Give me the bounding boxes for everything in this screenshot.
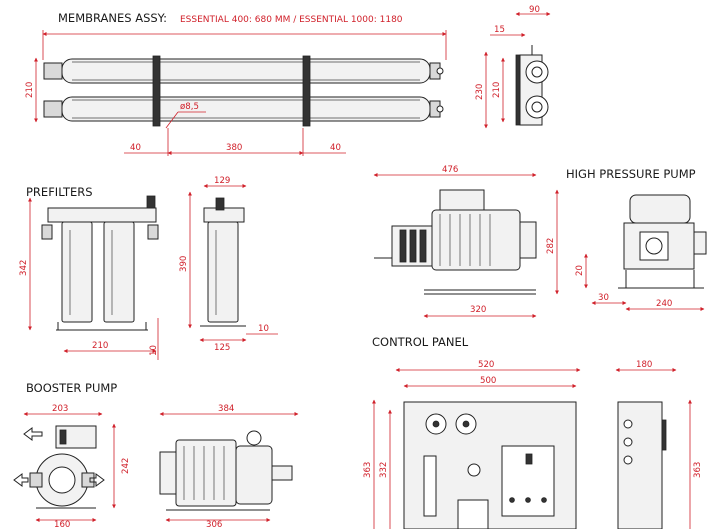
membrane-vessel-top <box>43 58 441 84</box>
membrane-vessel-bottom <box>43 96 441 122</box>
control-panel-front-view <box>403 401 577 529</box>
control-panel-side-height-value: 363 <box>693 462 703 478</box>
side-depth-value: 90 <box>529 5 540 15</box>
booster-side-view <box>159 430 293 511</box>
membranes-right-offset-value: 40 <box>330 143 341 153</box>
membranes-subtitle: ESSENTIAL 400: 680 MM / ESSENTIAL 1000: … <box>180 15 403 25</box>
booster-pump-group: BOOSTER PUMP 203 242 160 <box>13 381 299 529</box>
membranes-height-value: 210 <box>25 82 35 98</box>
hp-pump-length-value: 476 <box>442 165 458 175</box>
prefilters-front-view <box>41 195 159 331</box>
booster-front-view <box>13 425 105 509</box>
vessel-fitting-top <box>436 67 444 75</box>
control-panel-side-depth-value: 180 <box>636 360 652 370</box>
booster-side-length-value: 384 <box>218 404 234 414</box>
control-panel-group: CONTROL PANEL 520 500 363 332 <box>363 335 703 529</box>
prefilters-side-view <box>200 197 246 327</box>
prefilters-group: PREFILTERS 342 210 10 129 <box>19 176 278 360</box>
booster-pump-title: BOOSTER PUMP <box>26 381 117 395</box>
membranes-assembly: MEMBRANES ASSY: ESSENTIAL 400: 680 MM / … <box>25 5 551 156</box>
side-height-inner-value: 210 <box>492 82 502 98</box>
prefilters-title: PREFILTERS <box>26 185 93 199</box>
membranes-side-view <box>515 45 549 126</box>
side-offset-value: 15 <box>494 25 505 35</box>
booster-front-height-value: 242 <box>121 458 131 474</box>
hp-pump-title: HIGH PRESSURE PUMP <box>566 167 696 181</box>
hp-pump-base-value: 320 <box>470 305 486 315</box>
booster-front-base-value: 160 <box>54 520 70 529</box>
prefilters-side-base-value: 125 <box>214 343 230 353</box>
hp-pump-side-view <box>374 189 537 295</box>
prefilters-side-height-value: 390 <box>179 256 189 272</box>
control-panel-outer-height-value: 363 <box>363 462 373 478</box>
membrane-clamp-right <box>302 55 311 127</box>
booster-front-width-value: 203 <box>52 404 68 414</box>
prefilters-height-value: 342 <box>19 260 29 276</box>
side-height-outer-value: 230 <box>475 84 485 100</box>
membranes-left-offset-value: 40 <box>130 143 141 153</box>
prefilters-side-top-value: 129 <box>214 176 230 186</box>
hp-pump-end-foot-offset-value: 30 <box>598 293 609 303</box>
hole-leader-line <box>165 111 179 129</box>
hp-pump-end-base-value: 240 <box>656 299 672 309</box>
hp-pump-end-view <box>618 194 707 289</box>
membrane-clamp-left <box>152 55 161 127</box>
control-panel-outer-width-value: 520 <box>478 360 494 370</box>
hp-pump-end-foot-height-value: 20 <box>575 265 585 276</box>
control-panel-inner-width-value: 500 <box>480 376 496 386</box>
prefilters-width-value: 210 <box>92 341 108 351</box>
prefilters-foot-value: 10 <box>149 345 159 356</box>
high-pressure-pump-group: HIGH PRESSURE PUMP 476 282 320 <box>373 165 707 318</box>
control-panel-side-view <box>617 401 667 529</box>
vessel-fitting-bottom <box>436 105 444 113</box>
membranes-title: MEMBRANES ASSY: <box>58 11 167 25</box>
control-panel-title: CONTROL PANEL <box>372 335 469 349</box>
hp-pump-height-value: 282 <box>546 238 556 254</box>
hole-diameter-value: ø8,5 <box>180 102 199 112</box>
membranes-span-value: 380 <box>226 143 242 153</box>
booster-side-base-value: 306 <box>206 520 222 529</box>
control-panel-inner-height-value: 332 <box>379 462 389 478</box>
prefilters-side-foot-value: 10 <box>258 324 269 334</box>
